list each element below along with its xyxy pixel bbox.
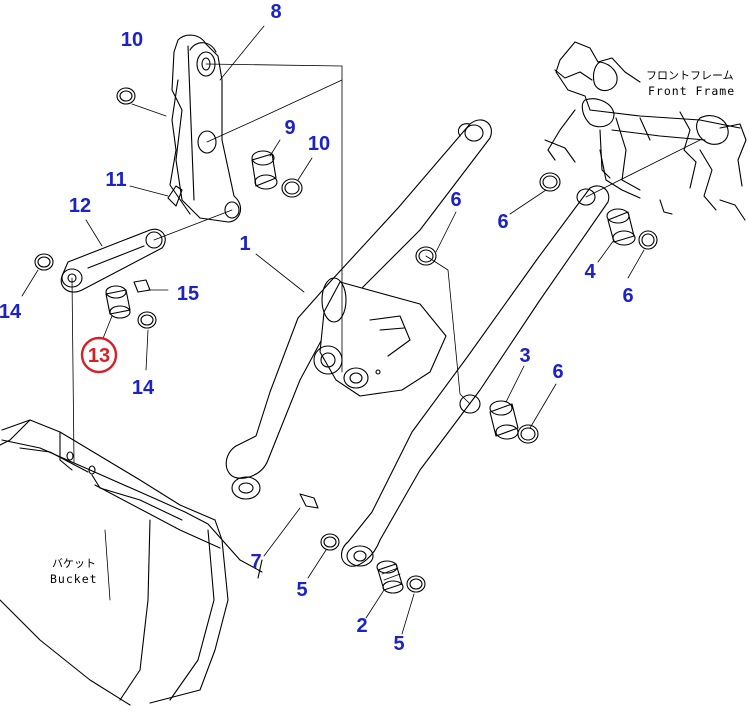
callout-6[interactable]: 6 bbox=[622, 285, 633, 307]
callout-1[interactable]: 1 bbox=[239, 233, 250, 255]
callout-15[interactable]: 15 bbox=[177, 283, 199, 305]
callout-14[interactable]: 14 bbox=[0, 301, 22, 323]
lift-arm bbox=[225, 119, 610, 567]
callout-6[interactable]: 6 bbox=[450, 189, 461, 211]
callout-9[interactable]: 9 bbox=[284, 117, 295, 139]
callout-highlight-ring bbox=[80, 336, 118, 374]
callout-13[interactable]: 13 bbox=[88, 345, 110, 367]
bushing-9 bbox=[251, 150, 278, 190]
callout-5[interactable]: 5 bbox=[296, 579, 307, 601]
bucket-en-label: Bucket bbox=[50, 572, 98, 586]
bucket-jp-label: バケット bbox=[52, 557, 96, 570]
callout-8[interactable]: 8 bbox=[270, 1, 281, 23]
bucket bbox=[0, 419, 263, 706]
seal-10-upper bbox=[116, 87, 136, 105]
grease-fitting-11 bbox=[167, 185, 183, 207]
callout-10[interactable]: 10 bbox=[121, 29, 143, 51]
tilt-link bbox=[60, 228, 166, 293]
callout-11[interactable]: 11 bbox=[105, 169, 126, 191]
front-frame-en-label: Front Frame bbox=[648, 84, 735, 98]
callout-7[interactable]: 7 bbox=[250, 551, 261, 573]
bushing-3 bbox=[489, 400, 519, 440]
front-frame bbox=[544, 41, 747, 221]
callout-6[interactable]: 6 bbox=[497, 211, 508, 233]
bushing-2 bbox=[376, 560, 404, 594]
grease-fitting-7 bbox=[299, 493, 319, 509]
callout-12[interactable]: 12 bbox=[69, 195, 91, 217]
callout-4[interactable]: 4 bbox=[584, 261, 596, 283]
bushing-13 bbox=[105, 285, 131, 319]
grease-fitting-15 bbox=[133, 279, 151, 293]
callout-6[interactable]: 6 bbox=[552, 361, 563, 383]
callout-14[interactable]: 14 bbox=[132, 377, 155, 399]
callout-3[interactable]: 3 bbox=[519, 345, 530, 367]
callout-5[interactable]: 5 bbox=[393, 633, 404, 655]
front-frame-jp-label: フロントフレーム bbox=[646, 69, 734, 82]
callout-10[interactable]: 10 bbox=[308, 133, 330, 155]
bushing-4 bbox=[606, 208, 636, 246]
bell-crank bbox=[169, 34, 242, 223]
callout-2[interactable]: 2 bbox=[356, 615, 367, 637]
